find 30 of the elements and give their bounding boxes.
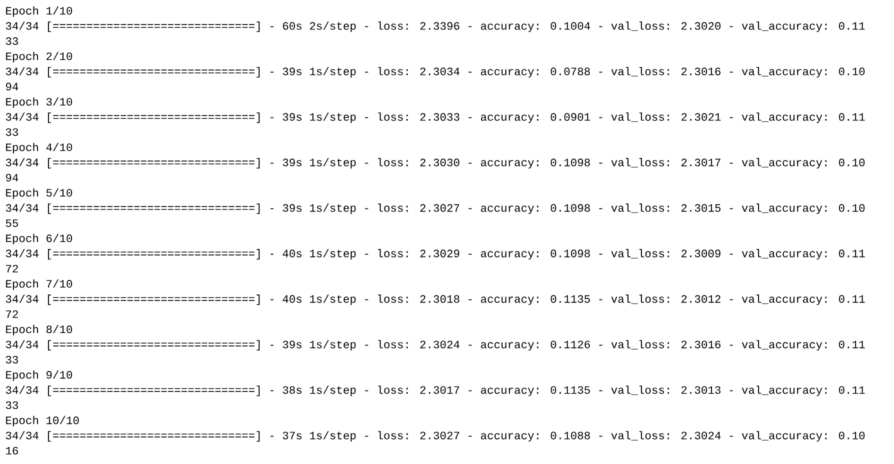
console-line: 34/34 [==============================] - 39s 1s/step - loss: 2.3027 - accuracy: 0.1098 - val_loss: 2.3015 - val_accuracy: 0.10: [6, 204, 865, 214]
console-line: Epoch 6/10: [6, 234, 72, 244]
console-line: 55: [6, 219, 18, 227]
console-line: 34/34 [==============================] - 38s 1s/step - loss: 2.3017 - accuracy: 0.1135 - val_loss: 2.3013 - val_accuracy: 0.11: [6, 386, 865, 396]
console-line: 33: [6, 401, 18, 410]
console-line: 34/34 [==============================] - 37s 1s/step - loss: 2.3027 - accuracy: 0.1088 - val_loss: 2.3024 - val_accuracy: 0.10: [6, 431, 865, 442]
console-line: 94: [6, 82, 18, 90]
console-line: Epoch 2/10: [6, 52, 72, 62]
console-line: Epoch 5/10: [6, 188, 72, 199]
console-line: 34/34 [==============================] - 39s 1s/step - loss: 2.3033 - accuracy: 0.0901 - val_loss: 2.3021 - val_accuracy: 0.11: [6, 112, 865, 123]
console-line: 94: [6, 174, 18, 182]
console-line: Epoch 4/10: [6, 142, 72, 154]
console-line: Epoch 7/10: [6, 279, 72, 290]
console-line: Epoch 1/10: [6, 6, 72, 17]
console-line: 16: [6, 446, 18, 455]
console-line: 34/34 [==============================] - 40s 1s/step - loss: 2.3029 - accuracy: 0.1098 - val_loss: 2.3009 - val_accuracy: 0.11: [6, 249, 865, 260]
console-line: 34/34 [==============================] - 40s 1s/step - loss: 2.3018 - accuracy: 0.1135 - val_loss: 2.3012 - val_accuracy: 0.11: [6, 294, 865, 306]
console-line: 34/34 [==============================] - 39s 1s/step - loss: 2.3030 - accuracy: 0.1098 - val_loss: 2.3017 - val_accuracy: 0.10: [6, 158, 865, 169]
console-line: Epoch 9/10: [6, 370, 72, 381]
console-line: 34/34 [==============================] - 39s 1s/step - loss: 2.3034 - accuracy: 0.0788 - val_loss: 2.3016 - val_accuracy: 0.10: [6, 67, 865, 78]
console-line: 34/34 [==============================] - 60s 2s/step - loss: 2.3396 - accuracy: 0.1004 - val_loss: 2.3020 - val_accuracy: 0.11: [6, 22, 865, 32]
console-line: 33: [6, 128, 18, 136]
console-line: Epoch 10/10: [6, 416, 79, 426]
console-line: Epoch 3/10: [6, 97, 72, 108]
console-line: 34/34 [==============================] - 39s 1s/step - loss: 2.3024 - accuracy: 0.1126 - val_loss: 2.3016 - val_accuracy: 0.11: [6, 340, 865, 351]
console-line: 72: [6, 264, 18, 272]
console-line: Epoch 8/10: [6, 324, 72, 336]
console-line: 33: [6, 356, 18, 364]
console-line: 33: [6, 37, 18, 45]
console-line: 72: [6, 310, 18, 318]
